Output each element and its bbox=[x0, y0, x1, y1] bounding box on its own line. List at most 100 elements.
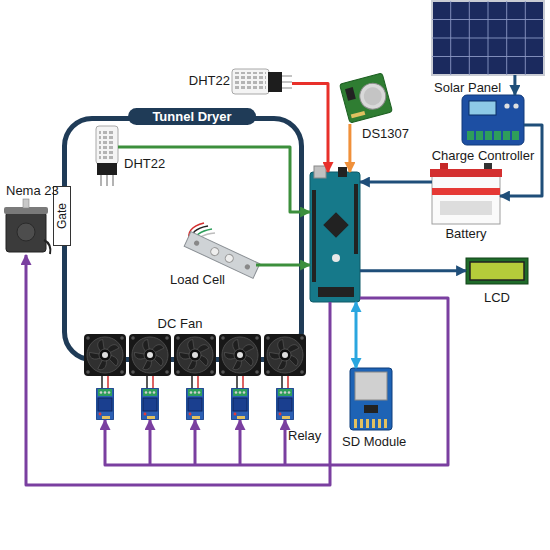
stepper-motor-art bbox=[23, 199, 29, 208]
fan-wire bbox=[242, 376, 244, 388]
stepper-motor-art bbox=[44, 240, 50, 254]
fan-wire bbox=[236, 376, 238, 388]
charge-controller-art bbox=[485, 131, 492, 140]
component-label: SD Module bbox=[342, 434, 426, 449]
battery-node: Battery bbox=[432, 168, 500, 224]
arduino-board-art bbox=[332, 254, 340, 262]
connector bbox=[500, 125, 542, 196]
arduino-board-art bbox=[354, 184, 358, 254]
charge-controller-art bbox=[476, 131, 483, 140]
gate-label: Gate bbox=[55, 203, 69, 229]
load-cell-art bbox=[184, 223, 260, 278]
battery-art bbox=[432, 188, 500, 195]
dht22-sensor-art bbox=[97, 163, 117, 175]
lcd-art bbox=[470, 262, 524, 280]
dht22-sensor-art bbox=[282, 75, 292, 77]
dht22-sensor-art bbox=[282, 81, 292, 83]
load-cell-node: Load Cell bbox=[176, 222, 256, 272]
solar-panel-node: Solar Panel bbox=[432, 0, 544, 75]
sd-module-art bbox=[350, 368, 392, 430]
dht22-sensor-art bbox=[99, 129, 115, 160]
fan-wire bbox=[101, 376, 103, 388]
fan-wire bbox=[191, 376, 193, 388]
load-cell-art bbox=[184, 232, 260, 279]
battery-art bbox=[484, 163, 492, 170]
relay-art bbox=[231, 388, 249, 420]
charge-controller-art bbox=[494, 131, 501, 140]
sd-module-art bbox=[355, 372, 387, 400]
dc-fan-art bbox=[264, 334, 306, 376]
dht22-sensor-art bbox=[268, 72, 282, 92]
sd-module-art bbox=[364, 405, 378, 413]
sd-module-art bbox=[354, 419, 357, 428]
sensor-node: DHT22 bbox=[96, 126, 118, 186]
load-cell-art bbox=[184, 232, 260, 279]
stepper-motor-art bbox=[4, 199, 50, 254]
arduino-board-art bbox=[338, 167, 347, 177]
fan-wire bbox=[102, 376, 288, 388]
dht22-sensor-art bbox=[235, 72, 266, 91]
dht22-sensor-art bbox=[96, 126, 118, 186]
arduino-board-art bbox=[314, 166, 326, 178]
sd-module-art bbox=[350, 368, 392, 430]
dc-fan-art bbox=[84, 334, 306, 376]
dht22-sensor-art bbox=[282, 76, 292, 88]
tunnel-dryer-box: Tunnel DryerDHT22Load CellDC FanGate bbox=[62, 116, 304, 362]
arduino-board-art bbox=[318, 287, 354, 297]
dht22-sensor-art bbox=[232, 69, 269, 94]
rtc-module-art bbox=[351, 111, 366, 118]
component-label: DS1307 bbox=[362, 126, 422, 141]
dc-fan-art bbox=[219, 334, 261, 376]
connector-line bbox=[513, 75, 516, 95]
dc-fan-art bbox=[129, 334, 171, 376]
arduino-board-art bbox=[312, 190, 316, 282]
rtc-module-art bbox=[362, 85, 384, 107]
dht22-sensor-art bbox=[106, 175, 108, 186]
arduino-board-art bbox=[323, 212, 348, 237]
connector-line bbox=[360, 181, 432, 184]
charge-controller-art bbox=[513, 103, 518, 108]
battery-art bbox=[430, 163, 502, 224]
solar-panel-art bbox=[432, 1, 544, 75]
stepper-motor-node: Nema 23 bbox=[2, 205, 50, 255]
sd-module-art bbox=[384, 419, 387, 428]
connector-line bbox=[500, 125, 542, 196]
dht22-sensor-art bbox=[282, 87, 292, 89]
battery-art bbox=[432, 176, 500, 224]
fan-wire bbox=[152, 376, 154, 388]
charge-controller-art bbox=[512, 131, 519, 140]
component-label: Solar Panel bbox=[434, 80, 514, 95]
connector-branch bbox=[149, 420, 152, 465]
sd-module-art bbox=[360, 419, 363, 428]
dc-fan-art bbox=[174, 334, 216, 376]
sd-module-node: SD Module bbox=[350, 368, 392, 430]
connector-line bbox=[360, 269, 466, 272]
connector bbox=[360, 182, 432, 183]
connector-line bbox=[105, 298, 448, 465]
connector-line bbox=[348, 124, 351, 172]
charge-controller-art bbox=[462, 95, 524, 145]
solar-panel-art bbox=[432, 56, 544, 57]
lcd-art bbox=[466, 258, 528, 284]
solar-panel-art bbox=[432, 1, 544, 75]
component-label: DC Fan bbox=[148, 316, 212, 331]
solar-panel-art bbox=[432, 19, 544, 20]
stepper-motor-art bbox=[6, 212, 46, 252]
arduino-board-art bbox=[310, 172, 360, 302]
component-label: Relay bbox=[288, 428, 338, 443]
charge-controller-node: Charge Controller bbox=[462, 95, 524, 145]
microcontroller-node bbox=[310, 172, 360, 302]
fan-wire bbox=[197, 376, 199, 388]
component-label: Nema 23 bbox=[6, 183, 70, 198]
connector-line bbox=[256, 264, 310, 267]
connector bbox=[292, 84, 328, 172]
stepper-motor-art bbox=[17, 223, 35, 241]
connector bbox=[356, 302, 357, 368]
rtc-module-art bbox=[340, 73, 393, 123]
lcd-node: LCD bbox=[466, 258, 528, 284]
rtc-module-art bbox=[357, 80, 389, 112]
component-label: Battery bbox=[436, 226, 496, 241]
rtc-module-art bbox=[345, 87, 356, 101]
connector-line bbox=[292, 84, 328, 172]
